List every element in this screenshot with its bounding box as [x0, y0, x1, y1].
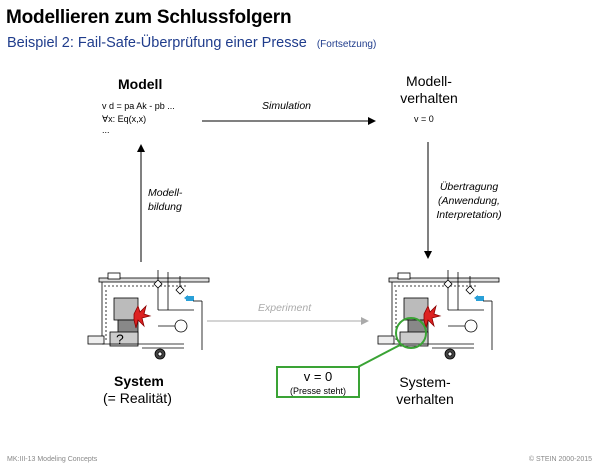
systemverhalten-line2: verhalten	[396, 391, 454, 407]
modellverhalten-line2: verhalten	[400, 90, 458, 106]
modell-formula-1: v d = pa Ak - pb ...	[102, 101, 175, 111]
modellbildung-line2: bildung	[148, 201, 182, 213]
page-subtitle: Beispiel 2: Fail-Safe-Überprüfung einer …	[7, 35, 376, 51]
page-title: Modellieren zum Schlussfolgern	[6, 7, 292, 28]
highlight-circle	[395, 317, 427, 349]
modellverhalten-value: v = 0	[414, 114, 434, 124]
press-schematic-left: ?	[87, 270, 210, 360]
footer-left: MK:III-13 Modeling Concepts	[7, 456, 98, 463]
highlight-connector	[355, 344, 401, 369]
modell-formula-2: ∀x: Eq(x,x)	[102, 114, 147, 124]
uebertragung-label: Übertragung (Anwendung, Interpretation)	[433, 180, 505, 222]
modellbildung-label: Modell- bildung	[148, 186, 182, 214]
subtitle-note: (Fortsetzung)	[316, 39, 377, 50]
callout-box: v = 0 (Presse steht)	[276, 366, 360, 398]
modellverhalten-heading: Modell- verhalten	[399, 73, 459, 107]
callout-main: v = 0	[303, 369, 333, 384]
svg-text:?: ?	[116, 331, 124, 347]
systemverhalten-line1: System-	[399, 374, 451, 390]
simulation-label: Simulation	[262, 100, 312, 112]
uebertragung-line3: Interpretation)	[436, 209, 502, 221]
modellbildung-line1: Modell-	[148, 187, 183, 199]
uebertragung-line2: (Anwendung,	[438, 195, 500, 207]
modellverhalten-line1: Modell-	[406, 73, 452, 89]
systemverhalten-heading: System- verhalten	[393, 374, 457, 408]
experiment-label: Experiment	[258, 302, 312, 314]
callout-sub: (Presse steht)	[289, 386, 347, 396]
subtitle-text: Beispiel 2: Fail-Safe-Überprüfung einer …	[7, 35, 307, 51]
uebertragung-line1: Übertragung	[439, 181, 499, 193]
system-subheading: (= Realität)	[103, 390, 172, 406]
modell-formula-3: ...	[102, 125, 110, 135]
system-heading: System	[114, 373, 164, 389]
press-schematic-right	[377, 270, 500, 360]
modell-heading: Modell	[118, 76, 163, 92]
footer-right: © STEIN 2000-2015	[528, 456, 592, 463]
